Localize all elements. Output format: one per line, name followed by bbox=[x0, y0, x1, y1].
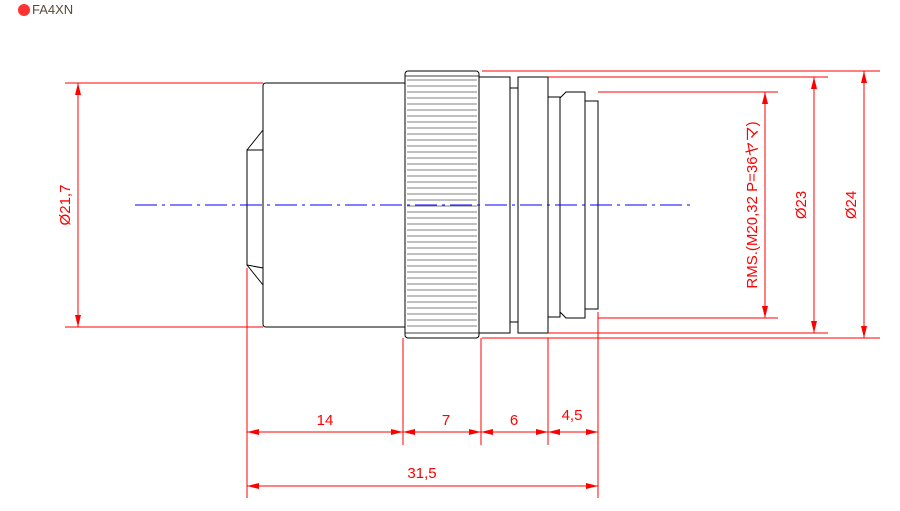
lens-outline bbox=[246, 70, 599, 339]
length-knurl-label: 7 bbox=[442, 412, 450, 429]
flange-diameter-label: Ø23 bbox=[793, 191, 810, 219]
thread-label: RMS.(M20,32 P=36ヤマ) bbox=[744, 121, 761, 288]
knurl-diameter-label: Ø24 bbox=[843, 191, 860, 219]
length-flange-label: 6 bbox=[510, 412, 518, 429]
knurling bbox=[405, 75, 479, 334]
body-diameter-label: Ø21,7 bbox=[57, 185, 74, 226]
length-thread-label: 4,5 bbox=[562, 407, 583, 424]
dimension-lines bbox=[65, 70, 880, 498]
model-name: FA4XN bbox=[32, 2, 74, 17]
length-total-label: 31,5 bbox=[407, 465, 436, 482]
drawing-title: FA4XN bbox=[18, 2, 73, 17]
status-dot-icon bbox=[18, 3, 30, 16]
length-body-label: 14 bbox=[317, 412, 334, 429]
